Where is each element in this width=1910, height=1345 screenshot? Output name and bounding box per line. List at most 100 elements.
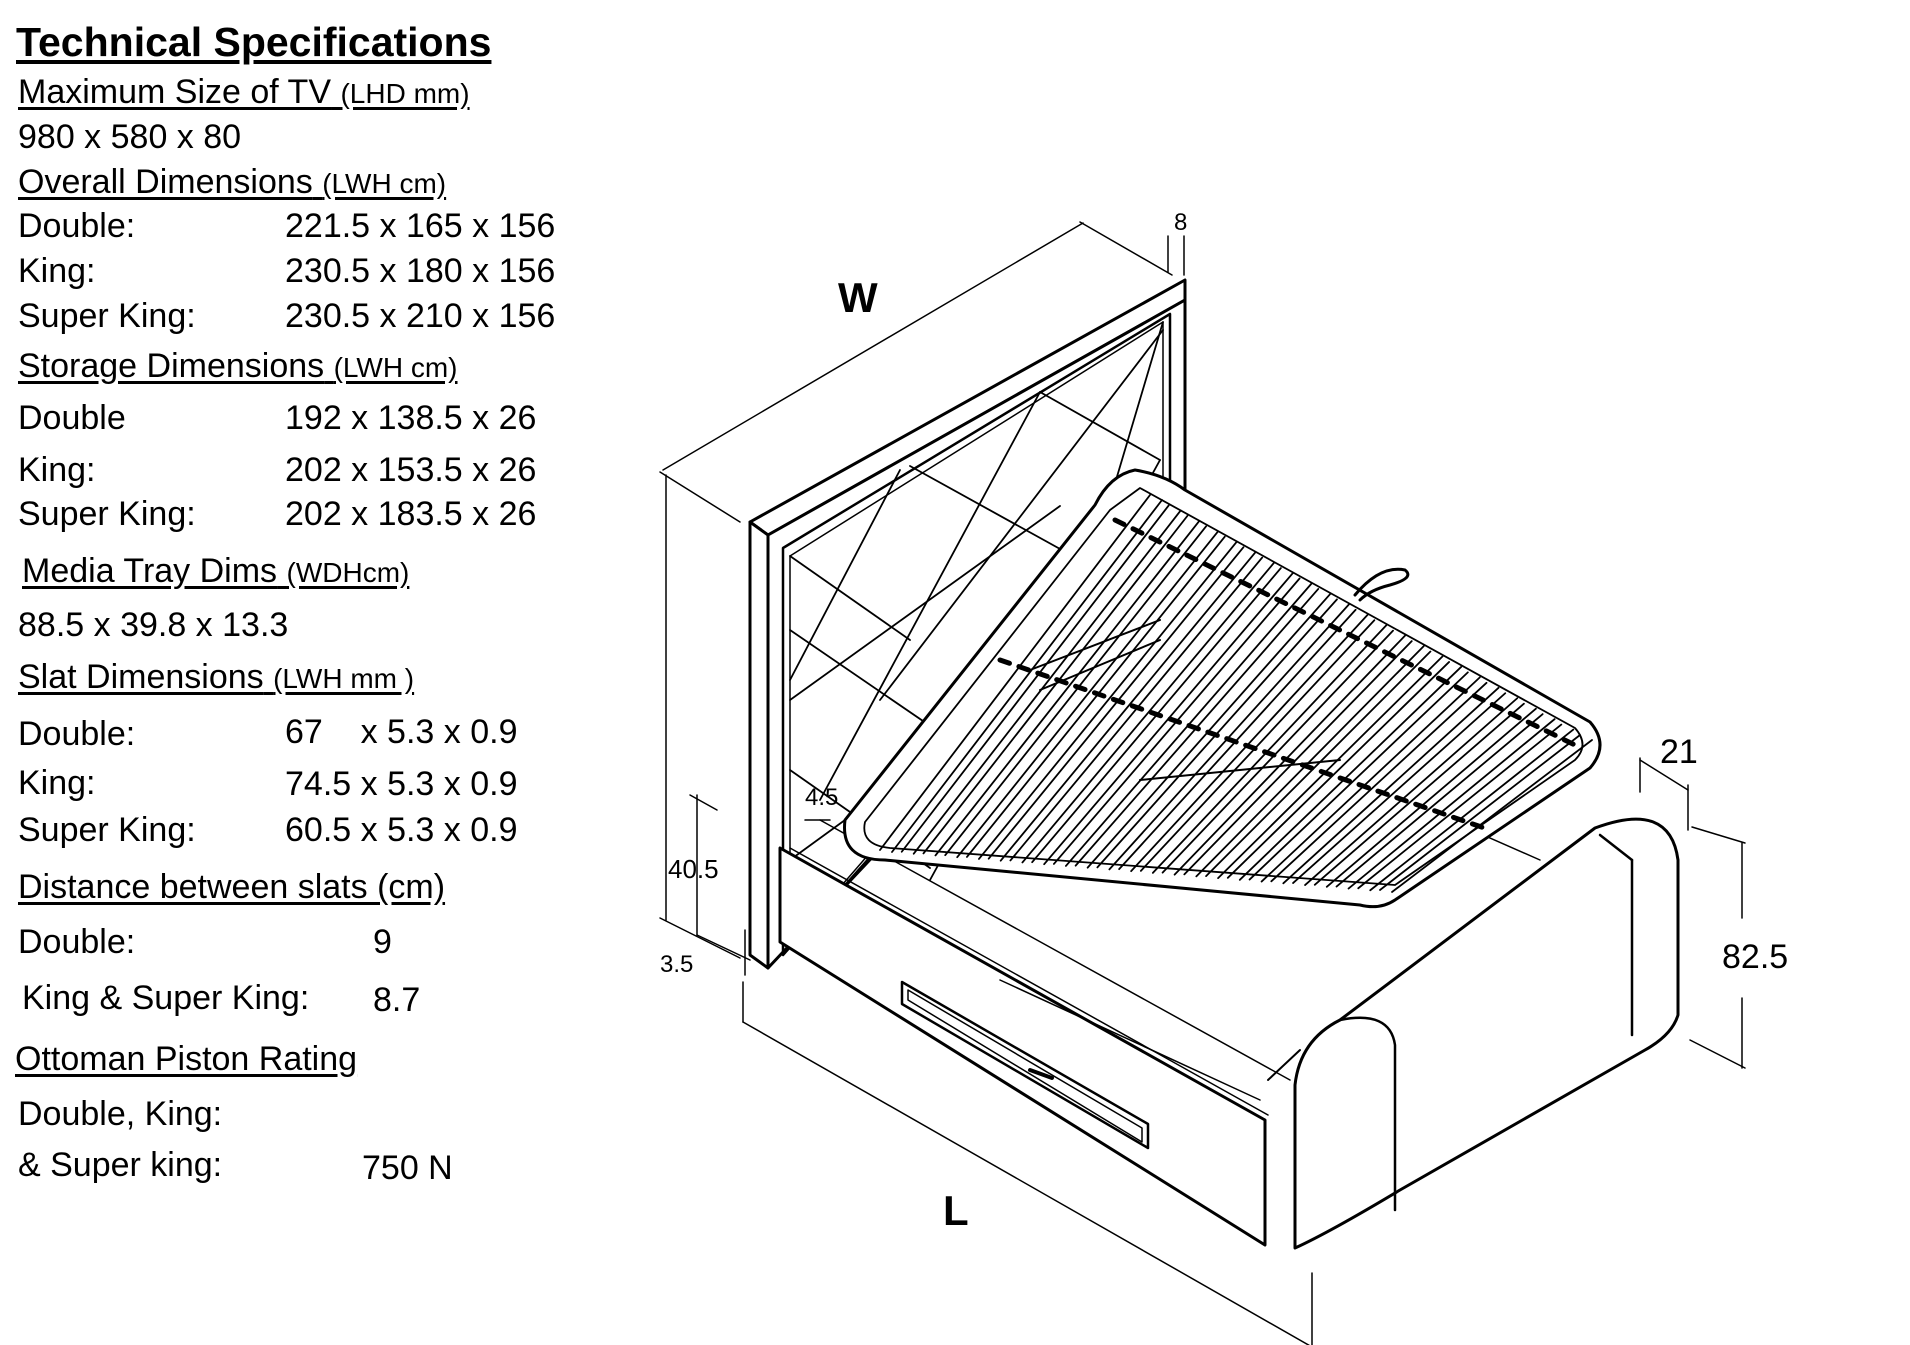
- slat-distance-heading: Distance between slats (cm): [18, 868, 446, 906]
- slat: [900, 504, 1170, 853]
- slat-edge: [1282, 686, 1500, 885]
- slat-row-value: 60.5 x 5.3 x 0.9: [285, 811, 518, 849]
- specifications-panel: Technical Specifications Maximum Size of…: [0, 0, 640, 1345]
- slat-edge: [1347, 718, 1556, 890]
- slat: [944, 525, 1207, 857]
- slatted-frame: [843, 468, 1602, 909]
- slat-holder-rail: [1112, 517, 1578, 748]
- overall-dimensions-unit: (LWH cm): [322, 168, 447, 199]
- foot-clearance-label: 3.5: [660, 951, 693, 978]
- slat-dimensions-heading-text: Slat Dimensions: [18, 658, 264, 696]
- media-tray-heading: Media Tray Dims (WDHcm): [22, 554, 409, 588]
- slat-row-label: King:: [18, 764, 96, 802]
- slat: [966, 535, 1226, 858]
- storage-row-value: 192 x 138.5 x 26: [285, 399, 537, 437]
- frame-gap-label: 4.5: [805, 784, 838, 811]
- slat-edge: [1391, 739, 1593, 893]
- slat-edge: [1021, 561, 1276, 864]
- gas-pistons: [1029, 619, 1341, 781]
- tv-size-heading: Maximum Size of TV (LHD mm): [18, 75, 470, 109]
- storage-row-label: King:: [18, 451, 96, 489]
- slat-edge: [1260, 676, 1481, 883]
- distance-row-label: Double:: [18, 923, 136, 961]
- length-label: L: [943, 1187, 969, 1234]
- footboard-depth-label: 21: [1660, 733, 1698, 771]
- slat-row-label: Super King:: [18, 811, 196, 849]
- slat: [1248, 671, 1469, 881]
- footboard: [1267, 817, 1680, 1250]
- slat-edge: [999, 551, 1257, 862]
- overall-row-value: 230.5 x 210 x 156: [285, 297, 556, 335]
- dimension-lines: [659, 221, 1746, 1345]
- slat: [1379, 734, 1581, 891]
- storage-row-value: 202 x 153.5 x 26: [285, 451, 537, 489]
- slat-edge: [1217, 655, 1444, 879]
- width-label: W: [838, 274, 878, 321]
- distance-row-value: 8.7: [373, 981, 421, 1019]
- slat-edge: [1369, 728, 1575, 892]
- headboard-depth-label: 8: [1174, 209, 1187, 236]
- slat-holder-rail: [997, 657, 1493, 833]
- footboard-height-label: 82.5: [1722, 938, 1788, 976]
- slat-dimensions-heading: Slat Dimensions (LWH mm ): [18, 660, 414, 694]
- slat: [1183, 640, 1413, 876]
- media-tray-value: 88.5 x 39.8 x 13.3: [18, 606, 289, 644]
- storage-row-value: 202 x 183.5 x 26: [285, 495, 537, 533]
- lift-strap: [1353, 567, 1410, 602]
- storage-dimensions-heading-text: Storage Dimensions: [18, 347, 325, 385]
- slat-edge: [1195, 645, 1425, 878]
- slat-dimensions-unit: (LWH mm ): [273, 663, 415, 694]
- slat-row-value: 74.5 x 5.3 x 0.9: [285, 765, 518, 803]
- slat: [1226, 661, 1451, 879]
- overall-row-label: King:: [18, 252, 96, 290]
- overall-row-value: 221.5 x 165 x 156: [285, 207, 556, 245]
- overall-row-value: 230.5 x 180 x 156: [285, 252, 556, 290]
- bed-technical-drawing: W H L 8 21 82.5 40.5 3.5 4.5: [659, 209, 1788, 1345]
- slat-edge: [1151, 624, 1388, 874]
- media-tray-unit: (WDHcm): [286, 557, 410, 588]
- bed-base: [778, 846, 1267, 1247]
- slat: [1205, 650, 1432, 877]
- slat: [1270, 681, 1488, 883]
- media-tray-heading-text: Media Tray Dims: [22, 552, 278, 590]
- tv-size-value: 980 x 580 x 80: [18, 118, 242, 156]
- piston-line-1: Double, King:: [18, 1095, 223, 1133]
- tv-size-heading-text: Maximum Size of TV: [18, 73, 332, 111]
- slat: [922, 514, 1189, 855]
- storage-dimensions-unit: (LWH cm): [333, 352, 458, 383]
- distance-row-label: King & Super King:: [22, 979, 310, 1017]
- slat-edge: [956, 530, 1219, 859]
- base-height-label: 40.5: [668, 854, 719, 884]
- slat: [987, 546, 1245, 860]
- slat-edge: [1173, 634, 1406, 876]
- slat: [1161, 629, 1394, 874]
- slat: [1292, 692, 1507, 884]
- slat-edge: [978, 540, 1238, 860]
- slat-edge: [1238, 666, 1463, 881]
- slat: [1139, 619, 1376, 872]
- overall-row-label: Double:: [18, 207, 136, 245]
- slat-edge: [1130, 613, 1369, 873]
- slat-edge: [934, 519, 1201, 857]
- piston-rating-heading: Ottoman Piston Rating: [15, 1040, 358, 1078]
- slat: [1118, 608, 1357, 871]
- distance-row-value: 9: [373, 923, 392, 961]
- overall-dimensions-heading-text: Overall Dimensions: [18, 163, 313, 201]
- slat-edge: [891, 499, 1163, 853]
- page-title: Technical Specifications: [16, 19, 492, 65]
- piston-line-2: & Super king:: [18, 1146, 223, 1184]
- slat: [1357, 723, 1563, 890]
- overall-dimensions-heading: Overall Dimensions (LWH cm): [18, 165, 446, 199]
- slats: [879, 494, 1593, 893]
- storage-row-label: Super King:: [18, 495, 196, 533]
- overall-row-label: Super King:: [18, 297, 196, 335]
- storage-row-label: Double: [18, 399, 126, 437]
- slat-row-label: Double:: [18, 715, 136, 753]
- storage-dimensions-heading: Storage Dimensions (LWH cm): [18, 349, 458, 383]
- slat-edge: [1304, 697, 1519, 886]
- piston-rating-value: 750 N: [362, 1149, 453, 1187]
- tv-size-unit: (LHD mm): [340, 78, 470, 109]
- slat-edge: [912, 509, 1182, 855]
- slat-edge: [1325, 707, 1537, 888]
- slat-row-value: 67 x 5.3 x 0.9: [285, 713, 518, 751]
